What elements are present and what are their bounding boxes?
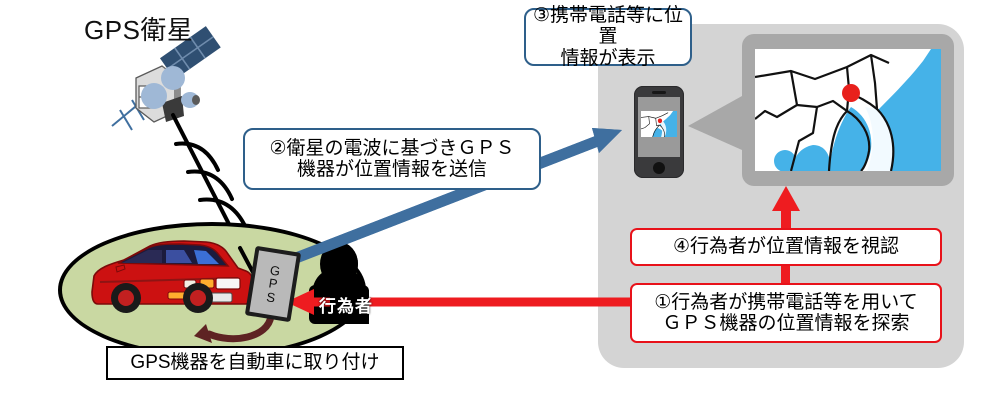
page-title: GPS衛星	[84, 15, 194, 45]
actor-label: 行為者	[319, 297, 373, 316]
map-display-frame	[742, 34, 954, 186]
callout-step3: ③携帯電話等に位置 情報が表示	[524, 5, 692, 69]
callout-attach-caption: GPS機器を自動車に取り付け	[106, 346, 404, 380]
callout-step4: ④行為者が位置情報を視認	[630, 228, 942, 266]
phone-map-thumbnail	[641, 111, 677, 137]
vehicle-scene-ellipse	[58, 222, 366, 358]
gps-device-label: G P S	[265, 262, 282, 306]
callout-step2: ②衛星の電波に基づきＧＰＳ 機器が位置情報を送信	[243, 128, 541, 190]
phone-speaker-icon	[652, 91, 666, 94]
callout-step1: ①行為者が携帯電話等を用いて ＧＰＳ機器の位置情報を探索	[630, 283, 942, 343]
smartphone-illustration	[634, 86, 684, 178]
phone-home-button	[653, 162, 665, 174]
map-image	[755, 49, 941, 171]
phone-screen	[638, 97, 680, 157]
